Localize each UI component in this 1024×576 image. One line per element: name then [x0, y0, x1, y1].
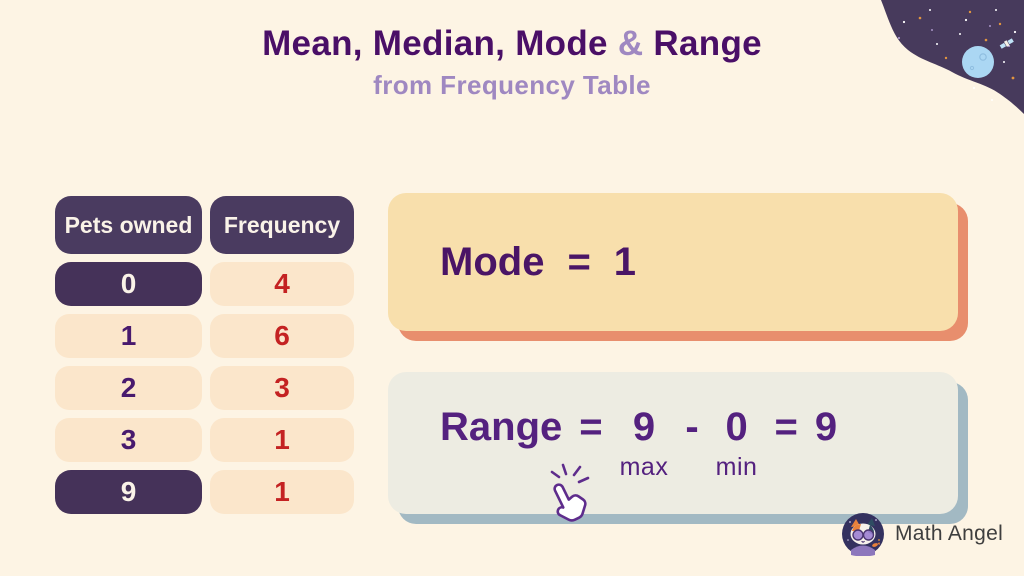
satellite-icon — [999, 38, 1014, 49]
frequency-table: Pets owned Frequency 0 4 1 6 2 3 3 1 9 1 — [55, 196, 354, 514]
table-row: 1 6 — [55, 314, 354, 358]
header-frequency: Frequency — [210, 196, 354, 254]
mode-label: Mode — [440, 239, 545, 284]
star-dots — [902, 9, 1017, 101]
table-row: 2 3 — [55, 366, 354, 410]
lavender-star-dots — [897, 25, 1011, 48]
pets-cell-min: 0 — [55, 262, 202, 306]
title-text-suffix: Range — [643, 24, 762, 63]
table-row: 3 1 — [55, 418, 354, 462]
title-text: Mean, Median, Mode — [262, 24, 618, 63]
range-equals-sign: = — [579, 405, 603, 449]
mode-value: 1 — [613, 239, 637, 284]
math-angel-logo-icon — [842, 513, 884, 556]
range-label: Range — [440, 405, 563, 449]
frequency-cell: 1 — [210, 470, 354, 514]
frequency-cell: 1 — [210, 418, 354, 462]
brand-footer: Math Angel — [841, 512, 1003, 556]
page-subtitle: from Frequency Table — [373, 70, 651, 100]
range-max-term: 9 max — [619, 405, 669, 482]
pets-cell: 1 — [55, 314, 202, 358]
space-blob-decoration — [881, 0, 1024, 114]
frequency-cell: 6 — [210, 314, 354, 358]
range-min-term: 0 min — [715, 405, 758, 482]
pets-cell: 3 — [55, 418, 202, 462]
range-minus-sign: - — [685, 405, 699, 449]
range-max-value: 9 — [632, 405, 656, 449]
table-row: 0 4 — [55, 262, 354, 306]
title-ampersand: & — [617, 24, 644, 63]
table-row: 9 1 — [55, 470, 354, 514]
orange-star-dots — [918, 10, 1015, 80]
mode-equals-sign: = — [567, 239, 591, 284]
page-title: Mean, Median, Mode & Range — [0, 24, 1024, 64]
pets-cell-max: 9 — [55, 470, 202, 514]
range-max-label: max — [619, 453, 669, 482]
range-min-value: 0 — [725, 405, 748, 449]
pets-cell: 2 — [55, 366, 202, 410]
header-pets-owned: Pets owned — [55, 196, 202, 254]
range-result-value: 9 — [814, 405, 838, 449]
range-equation: Range = 9 max - 0 min = 9 — [440, 405, 958, 482]
table-header-row: Pets owned Frequency — [55, 196, 354, 254]
range-equals-sign-2: = — [774, 405, 798, 449]
range-card: Range = 9 max - 0 min = 9 — [388, 372, 958, 514]
frequency-cell: 4 — [210, 262, 354, 306]
planet-icon — [962, 46, 994, 78]
click-hand-icon — [550, 463, 590, 522]
mode-card: Mode = 1 — [388, 193, 958, 331]
range-min-label: min — [715, 453, 758, 482]
frequency-cell: 3 — [210, 366, 354, 410]
brand-name: Math Angel — [895, 522, 1004, 545]
